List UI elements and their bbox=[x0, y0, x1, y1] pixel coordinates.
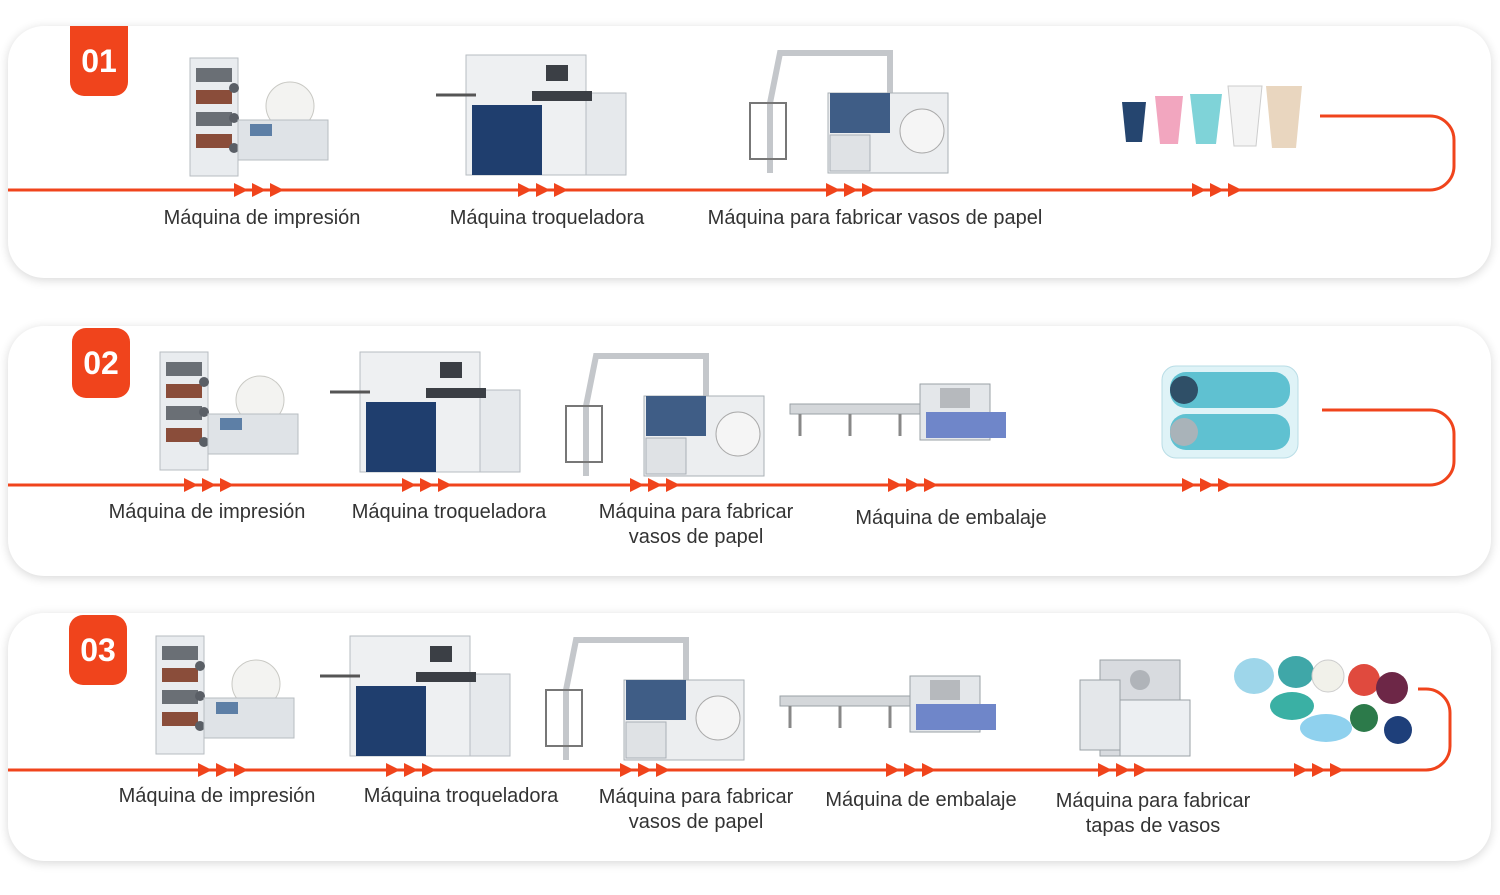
arrow-chevrons-2e bbox=[1182, 478, 1232, 492]
ice-cream-tubs-icon bbox=[1234, 656, 1412, 744]
lid-making-machine-icon bbox=[1079, 659, 1191, 757]
arrow-chevrons-2c bbox=[630, 478, 680, 492]
step-label: Máquina para fabricar vasos de papel bbox=[707, 207, 1043, 229]
step-label: Máquina troqueladora bbox=[363, 785, 559, 807]
flow-line-3 bbox=[8, 687, 1452, 777]
arrow-chevrons-1c bbox=[826, 183, 876, 197]
step-badge-1: 01 bbox=[70, 26, 128, 96]
arrow-chevrons-3a bbox=[198, 763, 248, 777]
step-label: Máquina de impresión bbox=[163, 207, 361, 229]
cup-making-machine-icon bbox=[750, 53, 948, 173]
step-label: Máquina para fabricar vasos de papel bbox=[598, 501, 794, 548]
cup-making-machine-icon bbox=[546, 640, 744, 760]
flow-line-2 bbox=[8, 408, 1456, 492]
step-label: Máquina troqueladora bbox=[351, 501, 547, 523]
cup-making-machine-icon bbox=[566, 356, 764, 476]
step-label: Máquina para fabricar tapas de vasos bbox=[1055, 790, 1251, 837]
step-badge-3: 03 bbox=[69, 615, 127, 685]
step-label: Máquina de impresión bbox=[118, 785, 316, 807]
printing-machine-icon bbox=[189, 57, 329, 177]
arrow-chevrons-2a bbox=[184, 478, 234, 492]
die-cutting-machine-icon bbox=[434, 53, 628, 177]
packaging-machine-icon bbox=[788, 382, 1008, 442]
arrow-chevrons-2b bbox=[402, 478, 452, 492]
printing-machine-icon bbox=[155, 635, 295, 755]
die-cutting-machine-icon bbox=[318, 634, 512, 758]
arrow-chevrons-1b bbox=[518, 183, 568, 197]
paper-cups-icon bbox=[1122, 85, 1302, 148]
step-label: Máquina troqueladora bbox=[449, 207, 645, 229]
flow-line-1 bbox=[8, 114, 1456, 197]
arrow-chevrons-1a bbox=[234, 183, 284, 197]
arrow-chevrons-2d bbox=[888, 478, 938, 492]
step-label: Máquina de embalaje bbox=[825, 789, 1017, 811]
printing-machine-icon bbox=[159, 351, 299, 471]
step-label: Máquina de embalaje bbox=[855, 507, 1047, 529]
packaging-machine-icon bbox=[778, 674, 998, 734]
packed-cups-icon bbox=[1161, 365, 1299, 459]
arrow-chevrons-1d bbox=[1192, 183, 1242, 197]
step-badge-2: 02 bbox=[72, 328, 130, 398]
arrow-chevrons-3c bbox=[620, 763, 670, 777]
die-cutting-machine-icon bbox=[328, 350, 522, 474]
step-label: Máquina para fabricar vasos de papel bbox=[598, 786, 794, 833]
arrow-chevrons-3e bbox=[1098, 763, 1148, 777]
arrow-chevrons-3b bbox=[386, 763, 436, 777]
step-label: Máquina de impresión bbox=[108, 501, 306, 523]
arrow-chevrons-3f bbox=[1294, 763, 1344, 777]
arrow-chevrons-3d bbox=[886, 763, 936, 777]
